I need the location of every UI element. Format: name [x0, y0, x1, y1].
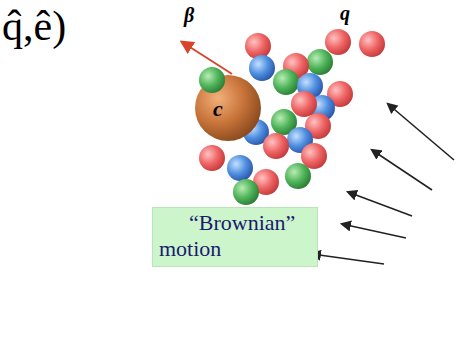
- velocity-symbol: β: [184, 4, 194, 27]
- caption-text: “Brownian” motion: [159, 210, 309, 262]
- caption-box: “Brownian” motion: [152, 207, 318, 267]
- quark-symbol: q: [340, 2, 350, 25]
- velocity-arrow: [182, 42, 232, 74]
- formula-fragment: q̂,ê): [2, 2, 66, 50]
- quark-ball: [199, 67, 225, 93]
- charm-symbol: c: [213, 96, 223, 122]
- kick-arrows: [312, 104, 454, 264]
